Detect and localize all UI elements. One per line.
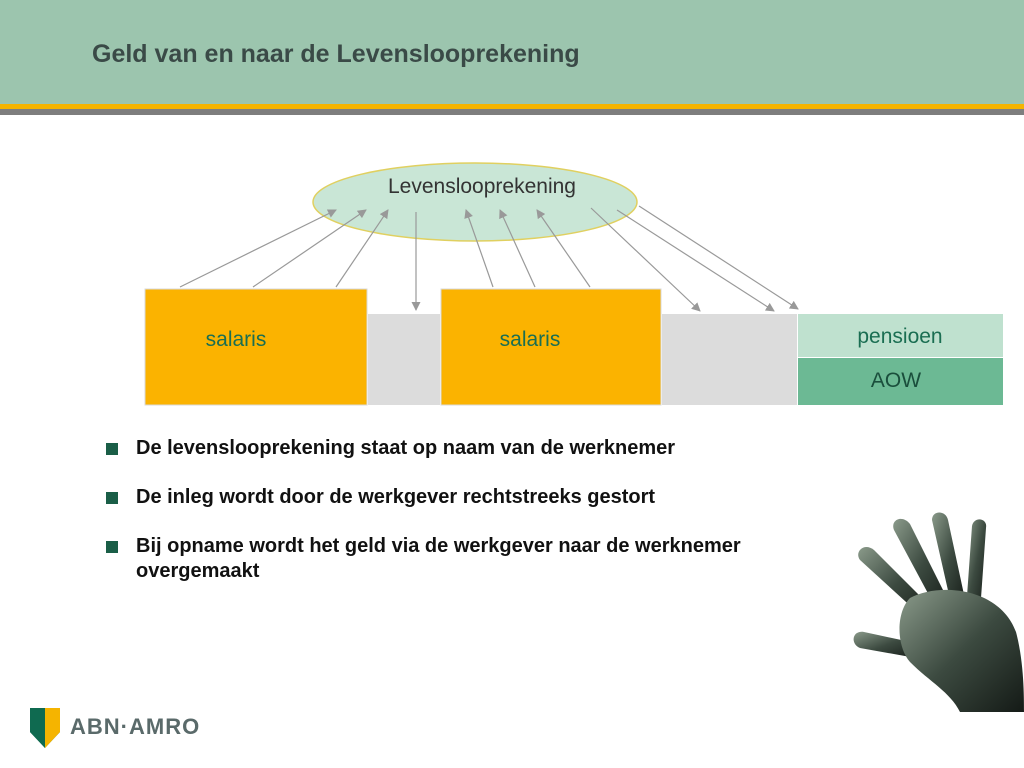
bullet-list: De levenslooprekening staat op naam van … bbox=[104, 436, 844, 608]
header-stripe-yellow bbox=[0, 104, 1024, 109]
aow-box bbox=[798, 358, 1003, 405]
deposit-arrow bbox=[464, 209, 494, 288]
levenslooprekening-label: Levenslooprekening bbox=[388, 175, 576, 198]
levenslooprekening-node bbox=[312, 162, 638, 242]
bullet-item: De inleg wordt door de werkgever rechtst… bbox=[104, 485, 844, 510]
bullet-text: De inleg wordt door de werkgever rechtst… bbox=[136, 486, 656, 508]
page-title: Geld van en naar de Levenslooprekening bbox=[92, 40, 580, 68]
salaris-box-1 bbox=[144, 288, 368, 406]
header-bar: Geld van en naar de Levenslooprekening bbox=[0, 0, 1024, 104]
header-stripe-grey bbox=[0, 109, 1024, 115]
pensioen-box bbox=[798, 314, 1003, 357]
salaris-label-2: salaris bbox=[500, 328, 561, 351]
deposit-arrow bbox=[536, 209, 591, 288]
bullet-text: Bij opname wordt het geld via de werkgev… bbox=[136, 535, 741, 582]
money-flow-diagram: salaris salaris pensioen AOW Levensloopr… bbox=[144, 162, 1003, 406]
bullet-square-icon bbox=[106, 492, 118, 504]
deposit-arrow bbox=[499, 209, 536, 288]
logo-text: ABN·AMRO bbox=[70, 714, 201, 739]
bullet-item: Bij opname wordt het geld via de werkgev… bbox=[104, 534, 844, 584]
withdrawal-arrow bbox=[638, 205, 799, 310]
deposit-arrow bbox=[252, 209, 367, 288]
bullet-text: De levenslooprekening staat op naam van … bbox=[136, 437, 676, 459]
bullet-item: De levenslooprekening staat op naam van … bbox=[104, 436, 844, 461]
shield-logo-icon bbox=[30, 708, 60, 748]
bullet-square-icon bbox=[106, 443, 118, 455]
withdrawal-arrow bbox=[590, 207, 701, 312]
hand-photo bbox=[853, 512, 1024, 712]
gap-box-1 bbox=[368, 314, 440, 405]
bullet-square-icon bbox=[106, 541, 118, 553]
aow-label: AOW bbox=[871, 369, 921, 392]
withdrawal-arrow bbox=[616, 209, 775, 312]
gap-box-2 bbox=[662, 314, 797, 405]
deposit-arrow bbox=[179, 209, 337, 288]
pensioen-label: pensioen bbox=[857, 325, 942, 348]
salaris-label-1: salaris bbox=[206, 328, 267, 351]
salaris-box-2 bbox=[440, 288, 662, 406]
deposit-arrow bbox=[335, 209, 389, 288]
abn-amro-logo: ABN·AMRO bbox=[28, 706, 228, 750]
